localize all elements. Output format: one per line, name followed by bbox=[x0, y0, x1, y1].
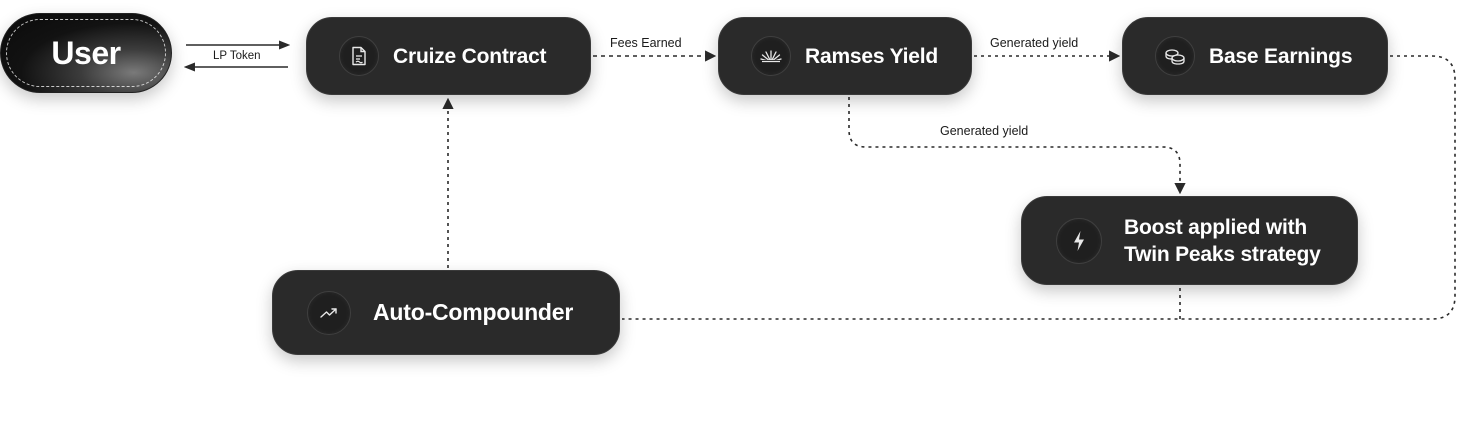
edge-base-to-loop bbox=[622, 55, 1456, 320]
node-boost-label: Boost applied with Twin Peaks strategy bbox=[1124, 215, 1321, 266]
edge-ramses-to-boost bbox=[848, 97, 1186, 195]
lightning-icon bbox=[1056, 217, 1102, 264]
edge-label-lp-token: LP Token bbox=[213, 50, 261, 62]
node-user[interactable]: User bbox=[0, 13, 172, 93]
node-boost-twin-peaks[interactable]: Boost applied with Twin Peaks strategy bbox=[1021, 196, 1358, 285]
node-auto-compounder[interactable]: Auto-Compounder bbox=[272, 270, 620, 355]
node-cruize-label: Cruize Contract bbox=[393, 44, 547, 68]
node-ramses-yield[interactable]: Ramses Yield bbox=[718, 17, 972, 95]
edge-label-generated-yield-bottom: Generated yield bbox=[940, 124, 1029, 138]
node-base-label: Base Earnings bbox=[1209, 44, 1353, 68]
node-cruize-contract[interactable]: Cruize Contract bbox=[306, 17, 591, 95]
edge-label-fees-earned: Fees Earned bbox=[610, 36, 682, 50]
node-ramses-label: Ramses Yield bbox=[805, 44, 939, 68]
coins-icon bbox=[1155, 36, 1195, 76]
node-auto-label: Auto-Compounder bbox=[373, 299, 574, 325]
sunburst-icon bbox=[751, 36, 791, 76]
document-icon bbox=[339, 36, 379, 76]
node-user-label: User bbox=[51, 34, 121, 71]
edge-label-generated-yield-top: Generated yield bbox=[990, 36, 1079, 50]
trend-up-icon bbox=[307, 290, 351, 335]
node-base-earnings[interactable]: Base Earnings bbox=[1122, 17, 1388, 95]
